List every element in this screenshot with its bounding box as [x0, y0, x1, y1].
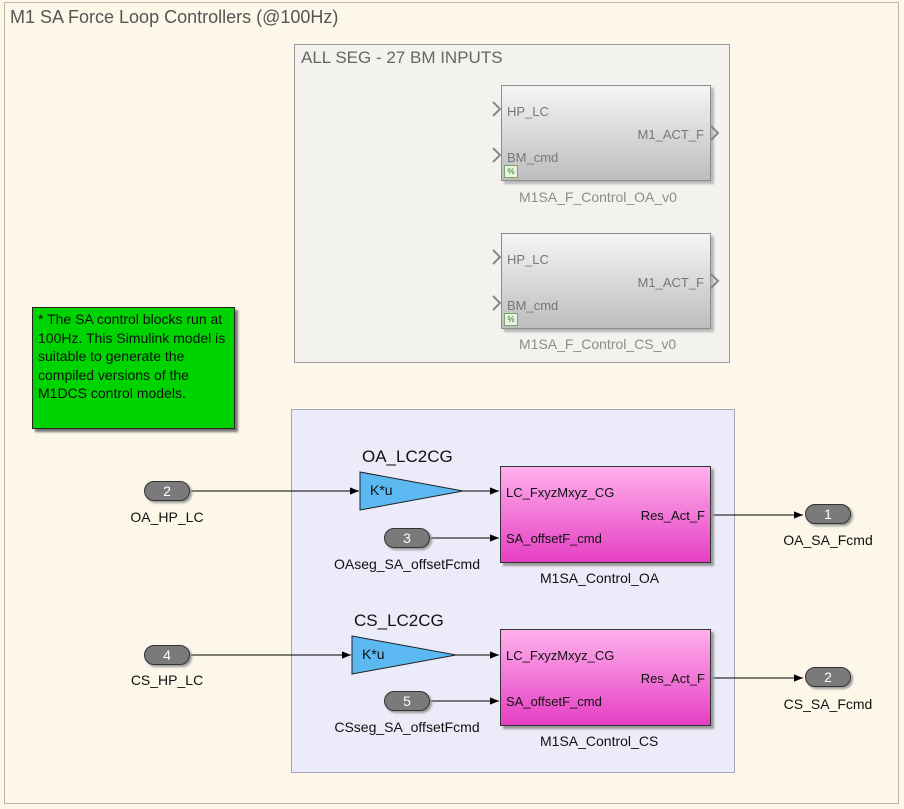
subsystem-block-cs[interactable]: HP_LC BM_cmd M1_ACT_F %	[501, 233, 711, 329]
subsystem-name-oa: M1SA_F_Control_OA_v0	[519, 189, 677, 205]
gain-name-cs: CS_LC2CG	[354, 611, 444, 630]
seg-area-title: ALL SEG - 27 BM INPUTS	[301, 48, 503, 67]
inport-oa-offset[interactable]: 3	[384, 528, 430, 548]
model-reference-badge-icon: %	[504, 165, 518, 178]
inport-oa-hp-lc[interactable]: 2	[144, 481, 190, 501]
area-border	[4, 2, 899, 804]
controller-name-cs: M1SA_Control_CS	[540, 733, 659, 749]
port-label-bm-cmd: BM_cmd	[507, 298, 559, 313]
inport-cs-hp-lc[interactable]: 4	[144, 645, 190, 665]
model-reference-badge-icon: %	[504, 313, 518, 326]
port-label-res-act-f: Res_Act_F	[640, 671, 705, 686]
subsystem-block-oa[interactable]: HP_LC BM_cmd M1_ACT_F %	[501, 85, 711, 181]
port-label-sa-offsetf-cmd: SA_offsetF_cmd	[506, 694, 602, 709]
outport-oa-sa-fcmd[interactable]: 1	[805, 504, 851, 524]
gain-block-cs[interactable]	[351, 635, 457, 675]
port-label-lc-fxyzmxyz-cg: LC_FxyzMxyz_CG	[506, 648, 615, 663]
inport-label-cs-offset: CSseg_SA_offsetFcmd	[334, 719, 480, 735]
gain-name-oa: OA_LC2CG	[362, 447, 453, 466]
gain-expression-oa: K*u	[370, 482, 393, 498]
port-label-hp-lc: HP_LC	[507, 104, 549, 119]
inport-label-oa-offset: OAseg_SA_offsetFcmd	[333, 556, 481, 572]
inport-label-cs-hp-lc: CS_HP_LC	[130, 672, 204, 688]
annotation-note[interactable]: * The SA control blocks run at 100Hz. Th…	[32, 307, 235, 429]
controller-block-oa[interactable]: LC_FxyzMxyz_CG SA_offsetF_cmd Res_Act_F	[500, 466, 711, 563]
port-chevrons	[492, 101, 720, 311]
inport-cs-offset[interactable]: 5	[384, 691, 430, 711]
controller-name-oa: M1SA_Control_OA	[540, 570, 660, 586]
outport-label-oa-sa-fcmd: OA_SA_Fcmd	[783, 532, 873, 548]
outport-cs-sa-fcmd[interactable]: 2	[805, 667, 851, 687]
port-label-sa-offsetf-cmd: SA_offsetF_cmd	[506, 531, 602, 546]
gain-block-oa[interactable]	[359, 471, 464, 511]
subsystem-name-cs: M1SA_F_Control_CS_v0	[519, 336, 677, 352]
inport-label-oa-hp-lc: OA_HP_LC	[130, 509, 204, 525]
area-title: M1 SA Force Loop Controllers (@100Hz)	[10, 7, 339, 27]
port-label-m1-act-f: M1_ACT_F	[637, 127, 704, 142]
port-label-bm-cmd: BM_cmd	[507, 150, 559, 165]
gain-expression-cs: K*u	[362, 646, 385, 662]
controller-block-cs[interactable]: LC_FxyzMxyz_CG SA_offsetF_cmd Res_Act_F	[500, 629, 711, 726]
port-label-hp-lc: HP_LC	[507, 252, 549, 267]
port-label-lc-fxyzmxyz-cg: LC_FxyzMxyz_CG	[506, 485, 615, 500]
port-label-m1-act-f: M1_ACT_F	[637, 275, 704, 290]
port-label-res-act-f: Res_Act_F	[640, 508, 705, 523]
outport-label-cs-sa-fcmd: CS_SA_Fcmd	[783, 696, 873, 712]
